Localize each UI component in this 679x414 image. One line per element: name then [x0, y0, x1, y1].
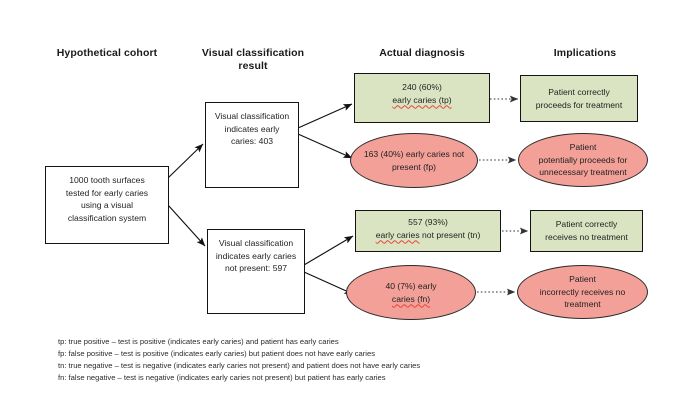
impl-fn-line-2: incorrectly receives no	[539, 286, 626, 297]
classify-negative-line-3: not present: 597	[224, 263, 288, 274]
fn-label-line: caries (fn)	[391, 293, 431, 304]
impl-tn-line-1: Patient correctly	[555, 219, 618, 230]
node-implication-true-positive[interactable]: Patient correctly proceeds for treatment	[520, 75, 638, 122]
fp-count-text: 163 (40%) early caries not	[363, 148, 465, 159]
column-header-visual-classification-result: Visual classification result	[197, 47, 309, 73]
legend-text: tn: true negative – test is negative (in…	[58, 361, 421, 370]
cohort-line-2: tested for early caries	[65, 187, 149, 198]
tn-label-line: early caries not present (tn)	[360, 229, 496, 242]
cohort-line-4: classification system	[67, 212, 147, 223]
node-classification-negative[interactable]: Visual classification indicates early ca…	[207, 229, 305, 314]
impl-tp-line-1: Patient correctly	[548, 86, 610, 97]
tp-count-line: 240 (60%)	[402, 82, 442, 92]
connector-cohort-to-negative	[167, 204, 206, 247]
cohort-line-3: using a visual	[80, 200, 134, 211]
legend-text: tp: true positive – test is positive (in…	[58, 337, 339, 346]
classify-negative-line-2: indicates early caries	[215, 250, 297, 261]
column-header-implications: Implications	[520, 47, 650, 60]
tp-label-line: early caries (tp)	[392, 94, 452, 105]
connector-cohort-to-positive	[167, 143, 204, 179]
node-implication-false-negative[interactable]: Patient incorrectly receives no treatmen…	[517, 265, 648, 319]
node-false-negative[interactable]: 40 (7%) early caries (fn)	[346, 265, 476, 320]
fn-count-line: 40 (7%) early	[385, 280, 437, 291]
impl-tn-line-2: receives no treatment	[545, 232, 628, 242]
connector-negative-to-tn	[303, 235, 354, 266]
node-implication-true-negative[interactable]: Patient correctly receives no treatment	[530, 210, 643, 252]
node-cohort[interactable]: 1000 tooth surfaces tested for early car…	[45, 166, 169, 244]
node-true-negative[interactable]: 557 (93%) early caries not present (tn)	[355, 210, 501, 252]
legend-line-fp: fp: false positive – test is positive (i…	[58, 348, 375, 360]
legend-line-tp: tp: true positive – test is positive (in…	[58, 336, 339, 348]
connector-positive-to-fp	[297, 133, 353, 159]
column-header-actual-diagnosis: Actual diagnosis	[355, 47, 489, 60]
column-header-label: Actual diagnosis	[379, 47, 465, 59]
impl-fn-line-1: Patient	[569, 274, 596, 285]
impl-fn-line-3: treatment	[564, 299, 601, 310]
tn-count-line: 557 (93%)	[408, 217, 448, 227]
legend-line-fn: fn: false negative – test is negative (i…	[58, 372, 386, 384]
cohort-line-1: 1000 tooth surfaces	[69, 175, 145, 185]
impl-fp-line-2: potentially proceeds for	[538, 154, 628, 165]
node-classification-positive[interactable]: Visual classification indicates early ca…	[205, 102, 299, 188]
legend-line-tn: tn: true negative – test is negative (in…	[58, 360, 420, 372]
classify-negative-line-1: Visual classification	[218, 238, 294, 248]
node-true-positive[interactable]: 240 (60%) early caries (tp)	[354, 73, 490, 123]
node-implication-false-positive[interactable]: Patient potentially proceeds for unneces…	[518, 133, 648, 187]
legend-text: fn: false negative – test is negative (i…	[58, 373, 386, 382]
legend-text: fp: false positive – test is positive (i…	[58, 349, 375, 358]
impl-tp-line-2: proceeds for treatment	[535, 99, 623, 110]
classify-positive-line-1: Visual classification	[214, 111, 290, 121]
classify-positive-line-2: indicates early	[224, 123, 280, 134]
fp-count-line: 163 (40%) early caries not	[355, 148, 473, 161]
connector-negative-to-fn	[303, 271, 354, 295]
classify-positive-line-3: caries: 403	[230, 136, 274, 147]
impl-fp-line-1: Patient	[569, 142, 597, 153]
fp-label-line: present (fp)	[392, 161, 436, 172]
connector-positive-to-tp	[297, 103, 353, 129]
column-header-label: Visual classification result	[201, 47, 305, 72]
tn-label-part-b: not present (tn)	[419, 229, 481, 240]
column-header-label: Hypothetical cohort	[56, 47, 158, 59]
node-false-positive[interactable]: 163 (40%) early caries not present (fp)	[350, 133, 478, 188]
column-header-label: Implications	[553, 47, 617, 59]
tn-label-part-a: early caries	[375, 229, 420, 240]
column-header-hypothetical-cohort: Hypothetical cohort	[42, 47, 172, 60]
impl-fp-line-3: unnecessary treatment	[539, 167, 627, 178]
